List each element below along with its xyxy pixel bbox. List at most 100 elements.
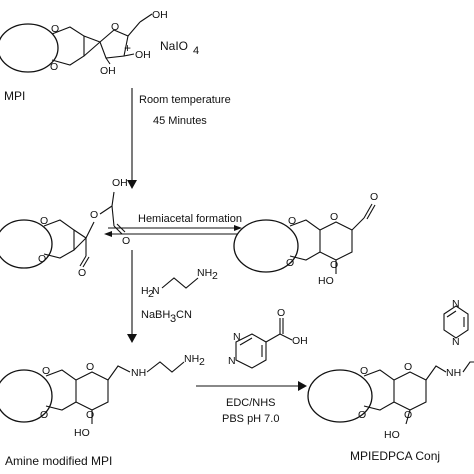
nabh3cn-subscript: 3 [170,313,176,325]
conjugate-pyrazine-n-top: N [452,298,460,310]
microparticle-ring [0,219,53,269]
aldehyde-cho-low [79,255,87,267]
oh-bond-bottom [105,57,111,65]
spiro-bond [73,229,87,239]
oh-top: OH [152,9,168,21]
naio4-text: NaIO [160,39,188,53]
dioxane2-ring-bonds [393,371,427,411]
aldehyde-cho-low-double [82,256,90,268]
ethylene-chain [462,361,474,373]
cooh-o: O [277,307,285,319]
h2n-text-h: H [141,285,149,297]
naio4-reagent: NaIO 4 [160,39,199,57]
arrow-step2-head [127,334,137,343]
conjugate-pyrazine-double [446,310,457,318]
nh2-sub: 2 [212,270,218,282]
aldehyde-o-right: O [122,235,130,247]
nabh3cn-reagent: NaBH 3 CN [141,309,192,325]
amine-mpi-structure: O O O O HO NH NH 2 [0,353,205,439]
dialdehyde-structure: O O O OH O O [0,177,130,279]
spiro-bond [83,35,101,43]
hemiacetal-structure: O O O O O HO [233,191,378,287]
ho-label: HO [318,275,334,287]
aldehyde-cho [113,225,123,235]
dioxane-o-bottom: O [286,257,294,269]
nh2-text: NH [197,267,212,279]
naio4-subscript: 4 [193,45,199,57]
h2n-text-sub: 2 [148,288,154,300]
spiro-bond-2 [83,41,101,57]
equilibrium-arrows [104,225,242,237]
spiro-bond-2 [73,237,87,251]
mpi-label: MPI [4,89,25,103]
dioxane-o-top: O [40,215,48,227]
oh-right: OH [135,49,151,61]
ho-label: HO [384,429,400,441]
dioxane-ring-bonds [43,219,75,259]
nh-label: NH [446,367,461,379]
arrow-step3 [196,381,307,391]
conjugate-pyrazine-ring [443,305,469,339]
conjugate-pyrazine-n-bottom: N [452,336,460,348]
dioxane-o-bottom: O [40,409,48,421]
oh-top: OH [112,177,128,189]
cho-bond-2 [363,203,373,219]
mpi-structure: O O O OH OH OH [0,9,168,77]
dioxane-o-bottom: O [50,61,58,73]
arrow-step2 [127,250,137,343]
oh-bond-right [123,53,135,57]
cooh-bond [265,333,281,343]
microparticle-ring [233,219,299,273]
dioxane2-ring-bonds [319,221,353,261]
oh-bottom: OH [100,65,116,77]
conjugate-structure: O O O O HO NH N N [307,298,474,441]
chain-bond [99,205,113,215]
ethylene-chain [161,277,199,289]
microparticle-ring [307,369,373,423]
dioxane2-ring-bonds [75,371,109,411]
ho-label: HO [74,427,90,439]
dioxane-o-top: O [360,365,368,377]
nabh3cn-text-end: CN [176,309,192,321]
equilibrium-forward-head [234,225,242,231]
pbs-label: PBS pH 7.0 [222,413,279,425]
condition-temp: Room temperature [139,94,231,106]
dioxane2-o-top: O [330,211,338,223]
ch2oh-bond [127,21,141,37]
plus-sign: + [124,41,131,55]
ethylene-chain [146,361,185,373]
arrow-step1-head [127,180,137,189]
pyrazine-double [239,337,253,346]
nh2-text: NH [184,353,199,365]
microparticle-ring [0,369,53,423]
ho-bond [405,409,411,425]
ch2oh-bond-2 [139,13,153,23]
furanose-ring-bonds [99,29,129,59]
cooh-oh-bond [279,333,293,341]
microparticle-ring [0,23,59,73]
ether-bond [85,221,95,239]
dioxane-o-top: O [42,365,50,377]
ethylenediamine-structure: H 2 N NH 2 [141,267,218,300]
cho-double [366,204,376,220]
ether-o: O [90,209,98,221]
nh-label: NH [131,367,146,379]
nabh3cn-text: NaBH [141,309,170,321]
furanose-o: O [111,21,119,33]
pyrazine-n-top: N [233,331,241,343]
cho-bond [351,217,365,231]
arrow-step1 [127,88,137,189]
pyrazine-acid-structure: N N O OH [228,307,308,369]
product-label: MPIEDPCA Conj [350,449,440,463]
aldehyde-o-low: O [78,267,86,279]
pyrazine-ring [235,333,267,369]
h2n-text-n: N [152,285,160,297]
dioxane2-o-top: O [86,361,94,373]
cooh-oh: OH [292,335,308,347]
dioxane-o-top: O [51,23,59,35]
edc-nhs-label: EDC/NHS [226,397,276,409]
cho-o: O [370,191,378,203]
dioxane-o-top: O [288,215,296,227]
dioxane-o-bottom: O [358,409,366,421]
